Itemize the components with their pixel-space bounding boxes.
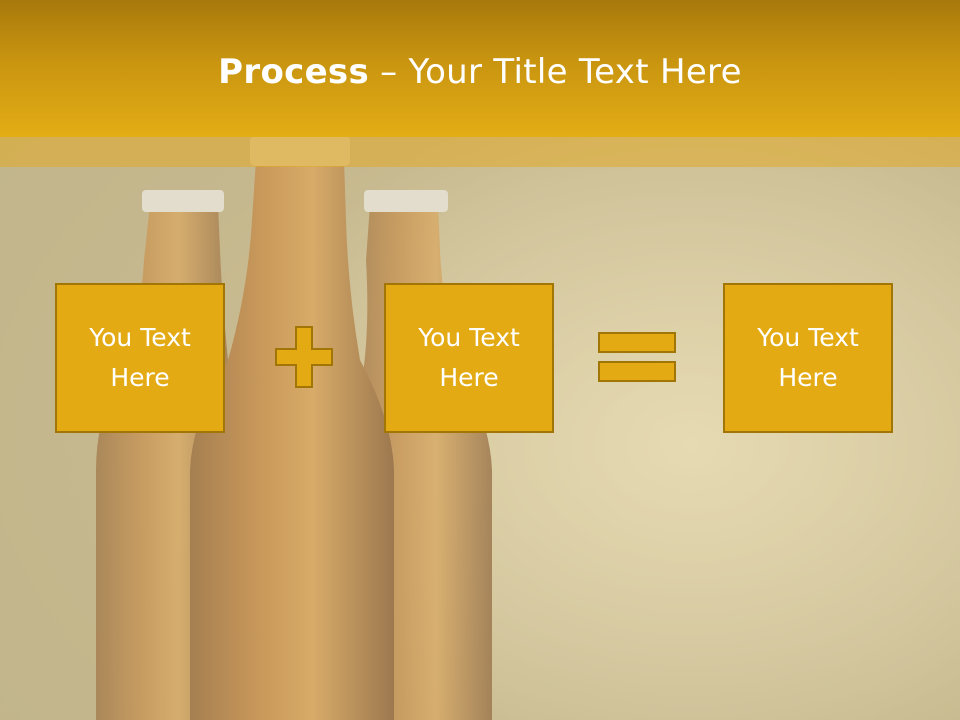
process-box-1[interactable]: You Text Here — [55, 283, 225, 433]
process-box-3-text: You Text Here — [757, 323, 859, 392]
title-bold: Process — [218, 52, 370, 92]
title-rest: – Your Title Text Here — [369, 52, 742, 92]
equals-icon — [598, 332, 676, 382]
process-box-3[interactable]: You Text Here — [723, 283, 893, 433]
process-box-1-text: You Text Here — [89, 323, 191, 392]
title-strip — [0, 137, 960, 167]
slide-title[interactable]: Process – Your Title Text Here — [0, 52, 960, 92]
plus-icon — [275, 326, 333, 388]
process-box-2-text: You Text Here — [418, 323, 520, 392]
process-box-2[interactable]: You Text Here — [384, 283, 554, 433]
title-bar — [0, 0, 960, 137]
